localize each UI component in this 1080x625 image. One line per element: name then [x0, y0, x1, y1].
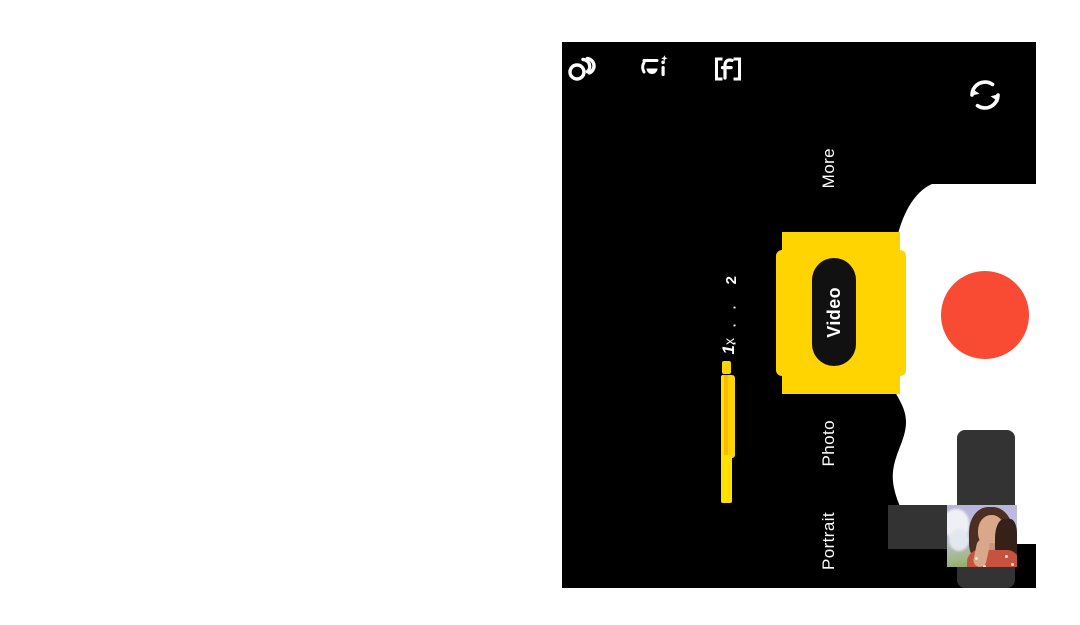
mode-item-photo[interactable]: Photo — [819, 420, 838, 467]
record-button[interactable] — [941, 271, 1029, 359]
zoom-slider-track-tab — [728, 375, 735, 458]
camera-flip-icon[interactable] — [964, 74, 1006, 116]
zoom-slider-handle[interactable] — [722, 361, 731, 374]
zoom-current-unit: x — [721, 338, 737, 345]
camera-controls-panel — [884, 178, 1080, 588]
zoom-slider-track-fill — [724, 375, 728, 475]
zoom-slider-track-foot — [721, 455, 732, 503]
mode-item-portrait[interactable]: Portrait — [819, 512, 838, 570]
thumb-pattern-dot — [983, 565, 986, 567]
zoom-current-value: 1 — [719, 345, 738, 355]
thumb-pattern-dot — [975, 557, 978, 560]
thumb-pattern-dot — [1005, 555, 1008, 558]
bokeh-icon[interactable] — [566, 52, 600, 86]
mode-item-video[interactable]: Video — [812, 258, 856, 366]
thumb-pattern-dot — [1011, 563, 1014, 566]
zoom-current-label[interactable]: 1x — [719, 338, 739, 354]
mode-item-video-label: Video — [823, 286, 844, 338]
mode-item-more[interactable]: More — [819, 148, 838, 189]
filter-icon[interactable] — [711, 52, 745, 86]
gallery-thumbnail[interactable] — [947, 505, 1017, 567]
thumb-cloud-2 — [949, 529, 969, 551]
zoom-max-label: 2 — [723, 276, 740, 285]
ai-enhance-icon[interactable] — [638, 52, 672, 86]
